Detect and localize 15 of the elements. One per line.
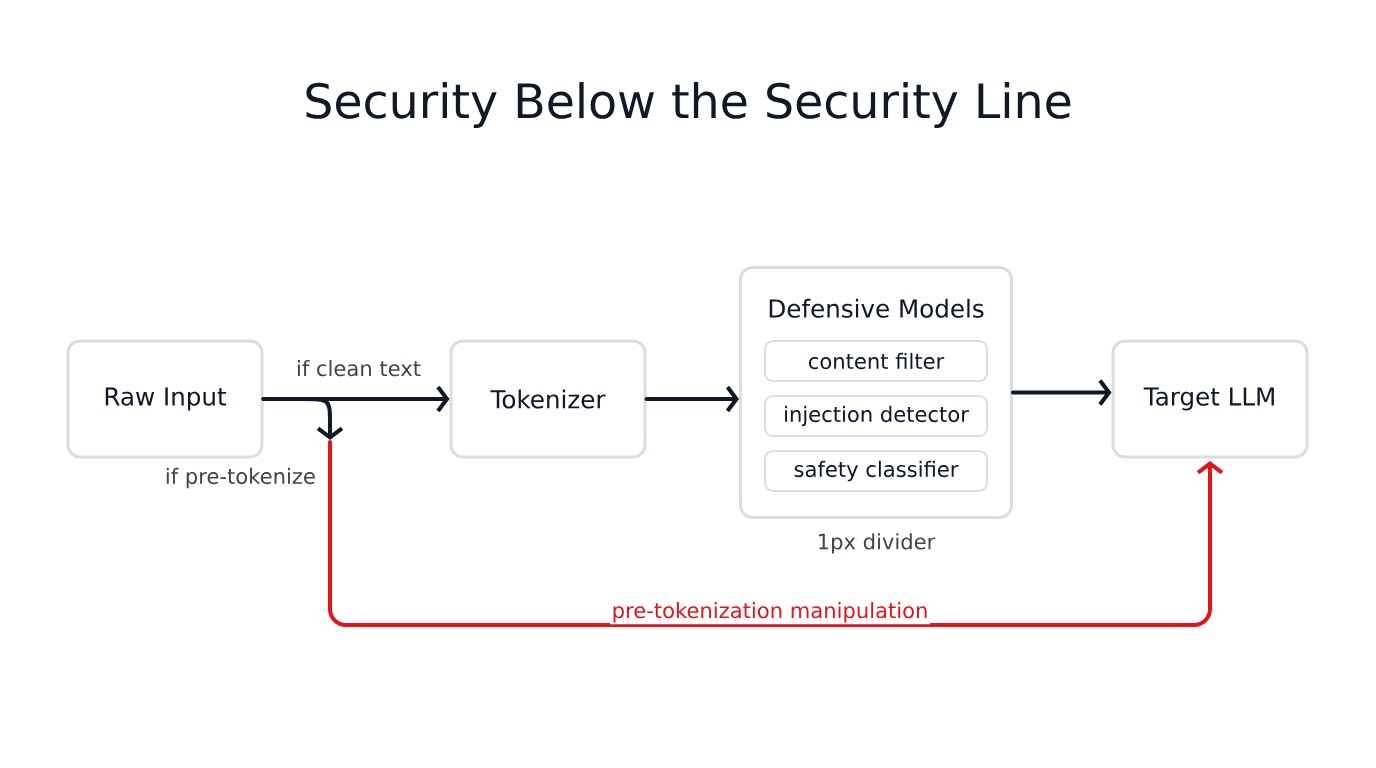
arrow [644,385,740,413]
edge-label: pre-tokenization manipulation [609,600,931,625]
edge-label: if pre-tokenize [163,466,318,490]
arrow [261,397,344,440]
model-box: content filter [763,339,989,383]
arrow [328,440,1224,628]
process-box: Target LLM [1111,339,1309,459]
model-box: injection detector [763,394,989,438]
edge-label: if clean text [294,358,423,379]
title: Security Below the Security Line [306,82,1071,128]
caption-text: 1px divider [819,533,936,554]
model-box: safety classifier [763,449,989,493]
process-box: Tokenizer [449,339,647,459]
arrow [1011,379,1112,406]
process-box: Raw Input [66,339,264,459]
